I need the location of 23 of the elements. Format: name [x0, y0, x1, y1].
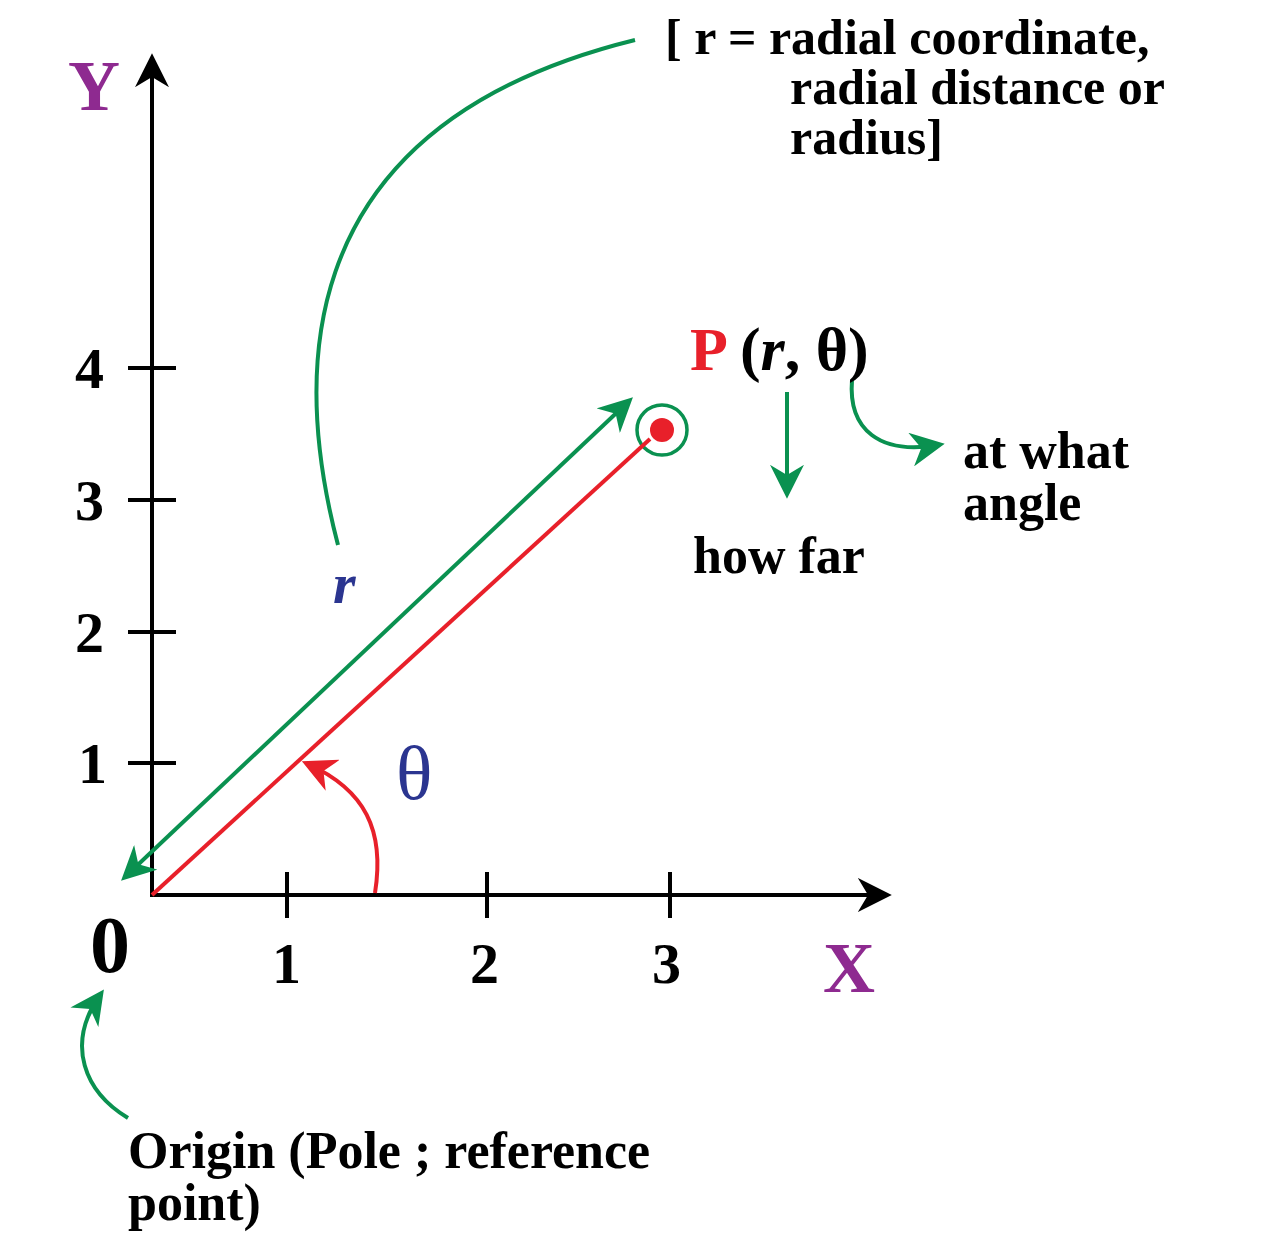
origin-number: 0 [90, 905, 130, 985]
tick-label: 2 [470, 935, 499, 993]
annotation-text: how far [693, 530, 865, 582]
tick-label: 1 [272, 935, 301, 993]
connector-line [315, 38, 636, 546]
tick-label: 1 [78, 735, 107, 793]
angle-symbol: θ [396, 735, 433, 811]
tick-label: 2 [75, 604, 104, 662]
point-marker [635, 403, 689, 457]
arrow [849, 379, 945, 466]
axis-title: Y [68, 50, 120, 122]
radius-symbol: r [333, 555, 356, 613]
arrow [121, 397, 633, 881]
annotation-text: [ r = radial coordinate, radial distance or radius] [665, 12, 1276, 162]
arrow [71, 989, 130, 1120]
tick-label: 3 [75, 472, 104, 530]
annotation-text: at what angle [963, 425, 1193, 529]
axis-title: X [823, 932, 875, 1004]
arrow [770, 392, 804, 499]
tick-label: 3 [652, 935, 681, 993]
annotation-text: Origin (Pole ; reference point) [128, 1125, 768, 1229]
tick-label: 4 [75, 340, 104, 398]
connector-line [150, 437, 652, 897]
